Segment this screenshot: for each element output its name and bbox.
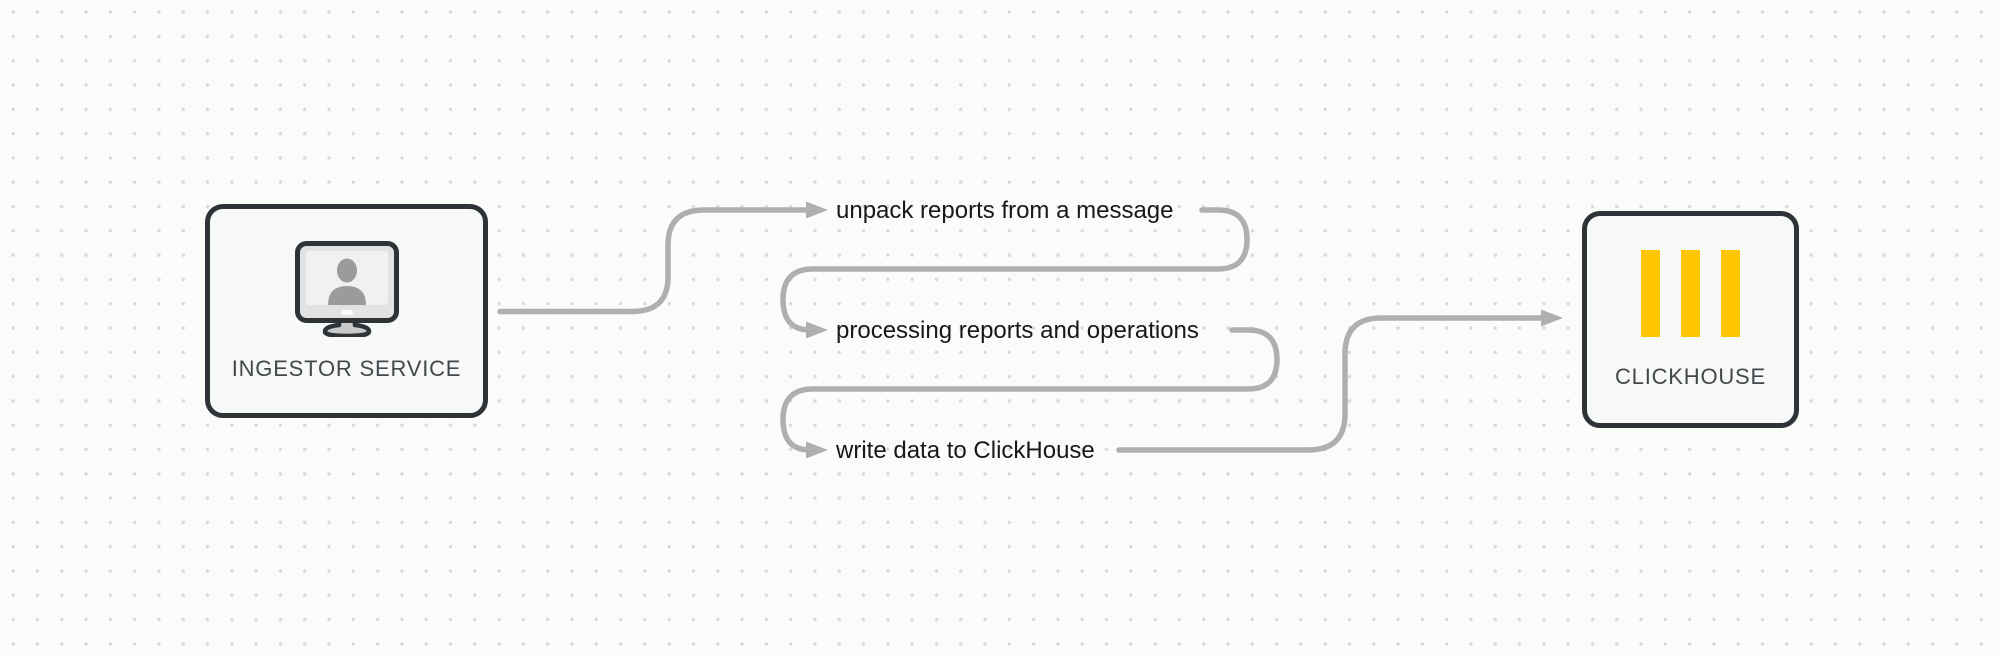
connector-ingestor-to-step1 bbox=[497, 207, 811, 315]
node-label-ingestor-service: INGESTOR SERVICE bbox=[231, 355, 462, 381]
node-clickhouse: CLICKHOUSE bbox=[1582, 211, 1799, 428]
arrowhead-step1 bbox=[806, 201, 828, 219]
workstation-user-icon bbox=[294, 240, 399, 342]
step-label-processing-reports: processing reports and operations bbox=[836, 317, 1199, 344]
connector-step1-to-step2 bbox=[780, 207, 1250, 333]
arrowhead-clickhouse bbox=[1541, 309, 1563, 327]
step-label-write-data: write data to ClickHouse bbox=[836, 437, 1095, 464]
node-label-clickhouse: CLICKHOUSE bbox=[1614, 363, 1767, 389]
clickhouse-bars-icon bbox=[1641, 249, 1740, 342]
arrowhead-step2 bbox=[806, 321, 828, 339]
connector-step2-to-step3 bbox=[780, 327, 1280, 453]
node-ingestor-service: INGESTOR SERVICE bbox=[205, 204, 488, 418]
step-label-unpack-reports: unpack reports from a message bbox=[836, 197, 1174, 224]
arrowhead-step3 bbox=[806, 441, 828, 459]
